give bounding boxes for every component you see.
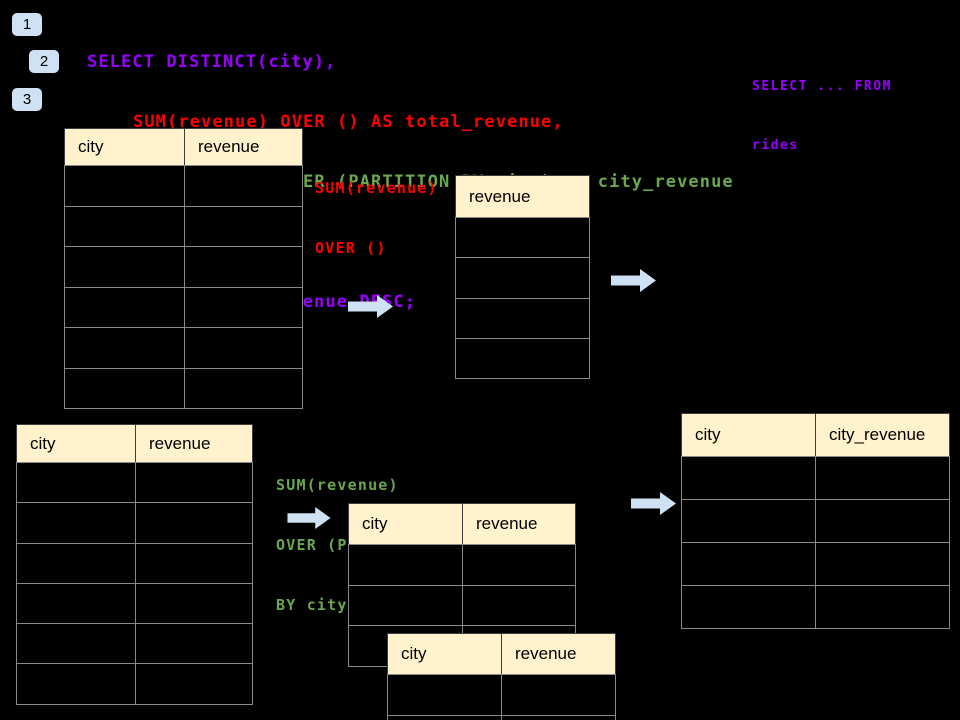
side-note-line: SELECT ... FROM [752,79,892,94]
table-cell [462,544,576,586]
table-cell [681,542,816,586]
column-header: revenue [184,128,303,166]
table-cell [16,542,136,584]
table-cell [815,499,950,543]
step-badge-1: 1 [12,13,42,36]
column-header: city [387,633,502,675]
annotation-line: SUM(revenue) [276,476,399,494]
table-cell [455,297,590,339]
table-cell [681,585,816,629]
table-cell [462,584,576,627]
table-cell [135,502,253,544]
table-cell [455,337,590,380]
table-source-bottom: city revenue [16,424,253,705]
table-cell [184,367,303,409]
table-cell [455,217,590,259]
arrow-right-icon [631,492,676,515]
table-cell [387,714,502,720]
column-header: revenue [462,503,576,545]
table-cell [348,544,463,586]
side-note: SELECT ... FROM rides [752,38,892,194]
table-cell [135,542,253,584]
table-cell [64,367,185,409]
table-cell [135,623,253,665]
table-cell [681,499,816,543]
table-cell [16,502,136,544]
table-cell [184,205,303,247]
table-cell [64,327,185,369]
table-cell [64,286,185,328]
table-cell [815,456,950,500]
table-city-revenue-result: city city_revenue [681,413,950,629]
column-header: city [64,128,185,166]
table-cell [16,623,136,665]
column-header: city [348,503,463,545]
table-cell [681,456,816,500]
table-cell [64,205,185,247]
column-header: city_revenue [815,413,950,457]
table-cell [184,286,303,328]
table-cell [135,582,253,625]
sql-line: SELECT DISTINCT(city), [87,52,337,72]
table-cell [16,462,136,504]
table-cell [135,663,253,705]
table-cell [184,165,303,207]
column-header: revenue [501,633,616,675]
table-cell [815,542,950,586]
table-cell [348,584,463,627]
table-cell [387,674,502,716]
annotation-line: SUM(revenue) [315,179,438,197]
table-cell [64,246,185,288]
table-cell [64,165,185,207]
total-revenue-annotation: SUM(revenue) OVER () [315,139,438,297]
sql-line: SUM(revenue) OVER () AS total_revenue, [133,112,564,132]
table-cell [501,674,616,716]
column-header: city [16,424,136,463]
column-header: revenue [455,175,590,218]
column-header: revenue [135,424,253,463]
column-header: city [681,413,816,457]
table-cell [16,582,136,625]
table-cell [135,462,253,504]
table-total-revenue-result: revenue [455,175,590,380]
arrow-right-icon [611,269,656,292]
table-partition-step-front: city revenue [387,633,616,720]
side-note-line: rides [752,138,799,153]
arrow-right-icon [287,507,331,529]
arrow-right-icon [348,295,393,318]
step-badge-2: 2 [29,50,59,73]
annotation-line: BY city) [276,596,358,614]
table-cell [184,246,303,288]
table-cell [184,327,303,369]
table-cell [501,714,616,720]
annotation-line: OVER () [315,239,387,257]
table-cell [815,585,950,629]
table-source-top: city revenue [64,128,303,409]
table-cell [16,663,136,705]
step-badge-3: 3 [12,88,42,111]
table-cell [455,257,590,299]
